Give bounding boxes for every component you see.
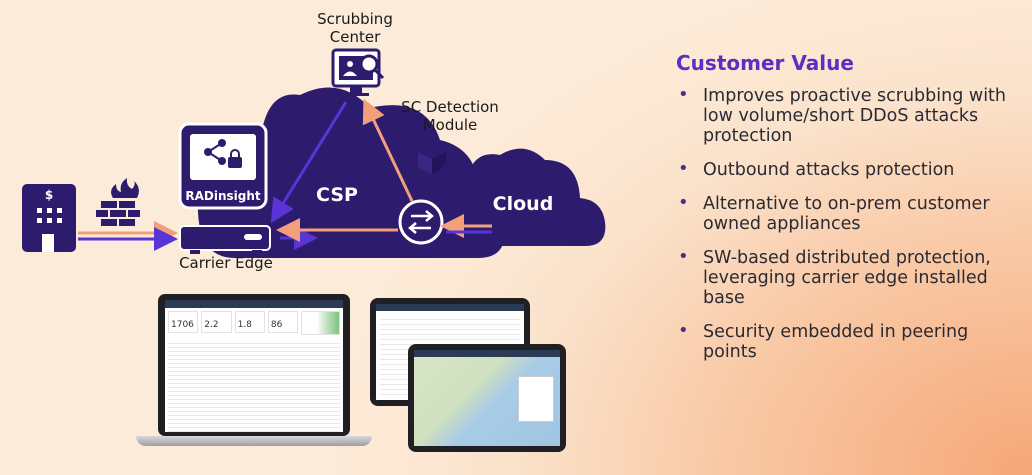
list-item: Improves proactive scrubbing with low vo… <box>676 85 1021 146</box>
customer-value-title: Customer Value <box>676 51 854 75</box>
scrubbing-center-icon <box>331 48 385 96</box>
customer-value-list: Improves proactive scrubbing with low vo… <box>676 85 1021 376</box>
building-icon: $ <box>22 184 76 252</box>
network-diagram: CSP Cloud RADinsight <box>22 48 606 258</box>
scrubbing-center-label: Scrubbing Center <box>317 10 393 46</box>
kpi-3: 1.8 <box>234 311 265 333</box>
list-item: SW-based distributed protection, leverag… <box>676 247 1021 308</box>
list-item: Outbound attacks protection <box>676 159 1021 180</box>
kpi-2: 2.2 <box>201 311 232 333</box>
cloud-label: Cloud <box>493 193 554 215</box>
laptop-mockup: 1706 2.2 1.8 86 <box>136 294 372 456</box>
tablet-map-mockup <box>408 344 566 452</box>
arrow-scrubbing-to-edge <box>270 101 348 224</box>
laptop-screen: 1706 2.2 1.8 86 <box>165 300 343 432</box>
radinsight-label: RADinsight <box>185 189 261 203</box>
list-item: Alternative to on-prem customer owned ap… <box>676 193 1021 234</box>
arrow-router-to-scrubbing <box>362 98 414 202</box>
router-icon <box>398 199 444 245</box>
carrier-edge-device <box>179 225 271 254</box>
detection-module-icon <box>418 145 463 185</box>
cloud-shape <box>444 148 606 246</box>
carrier-edge-label: Carrier Edge <box>179 254 273 272</box>
csp-label: CSP <box>316 184 358 206</box>
kpi-1: 1706 <box>168 311 199 333</box>
share-lock-icon <box>204 139 242 168</box>
dashboard-table <box>168 340 340 432</box>
list-item: Security embedded in peering points <box>676 321 1021 362</box>
map-view <box>414 350 560 446</box>
svg-text:$: $ <box>45 188 53 202</box>
sc-detection-module-label: SC Detection Module <box>401 98 499 134</box>
firewall-icon <box>96 178 140 226</box>
kpi-4: 86 <box>267 311 299 333</box>
